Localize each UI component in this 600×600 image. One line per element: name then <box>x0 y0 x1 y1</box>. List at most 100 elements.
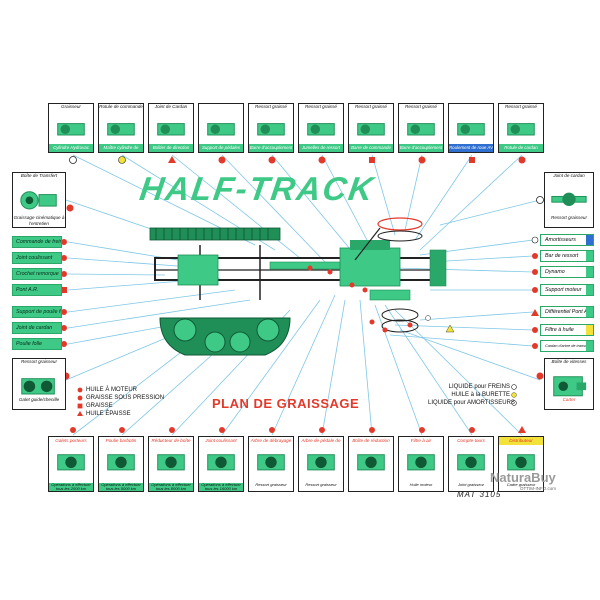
part-illustration <box>157 123 185 136</box>
chart-subtitle: PLAN DE GRAISSAGE <box>212 396 360 411</box>
panel-footer-bar <box>349 483 393 491</box>
panel-header-bar <box>299 437 343 445</box>
panel-footer: Opérations à effectuer tous les 5000 km <box>101 483 141 491</box>
left-part-label: Crochet remorque <box>12 268 62 280</box>
legend-item: GRAISSE SOUS PRESSION <box>86 395 165 401</box>
panel-label: Boîte de réduction <box>352 438 390 443</box>
part-illustration <box>357 454 385 471</box>
panel-label: Galets porteurs <box>55 438 87 443</box>
legend-item: HUILE À MOTEUR <box>86 387 138 393</box>
watermark-logo: NaturaBuy <box>490 470 556 485</box>
label-text: Filtre à huile <box>545 327 574 333</box>
panel-footer-bar <box>149 144 193 152</box>
top-panel: Roulement de roue AV <box>448 103 494 153</box>
panel-header-bar <box>449 437 493 445</box>
drive-shaft <box>269 261 346 270</box>
part-illustration <box>357 123 385 136</box>
panel-footer: Barre d'accouplement <box>399 145 443 150</box>
panel-label: Ressort graissé <box>305 104 337 109</box>
panel-footer-bar <box>449 144 493 152</box>
left-top-panel: Boîte de Transfert Graissage cinématique… <box>12 172 66 228</box>
legend-item: LIQUIDE pour AMORTISSEURS <box>428 400 515 406</box>
panel-label: Ressort graissé <box>255 104 287 109</box>
panel-label: Compte-tours <box>457 438 485 443</box>
panel-footer-bar <box>199 144 243 152</box>
panel-label: Ressort graissé <box>355 104 387 109</box>
panel-footer: Rotule de cardan <box>504 145 538 150</box>
half-track-vehicle <box>149 217 447 356</box>
left-part-label: Support de poulie folle <box>12 306 62 318</box>
gearbox-illustration <box>553 376 587 397</box>
label-color-stripe <box>586 235 593 245</box>
right-bottom-panel: Boîte de vitesses Carter <box>544 358 594 410</box>
part-illustration <box>407 454 435 471</box>
part-illustration <box>257 454 285 471</box>
right-part-label: Cardan d'arbre de transmission du pont A… <box>540 340 594 352</box>
panel-header-bar <box>249 437 293 445</box>
label-color-stripe <box>586 325 593 335</box>
panel-footer: Maître cylindre de frein <box>103 145 139 150</box>
panel-footer: Support de pédales <box>201 145 241 150</box>
panel-footer-bar <box>49 483 93 491</box>
panel-label: Arbre de pédale de débrayage <box>301 438 341 443</box>
part-illustration <box>107 123 135 136</box>
label-text: Bar de ressort <box>545 253 579 259</box>
panel-footer-bar <box>149 483 193 491</box>
panel-label: Rotule de commande <box>99 104 143 109</box>
rear-axle <box>177 254 219 286</box>
panel-footer: Opérations à effectuer tous les 8000 km <box>151 483 191 491</box>
panel-header-bar <box>149 437 193 445</box>
track-upper <box>149 227 281 241</box>
panel-label: Réducteur de boîte de transmission <box>151 438 191 443</box>
bottom-panel: Boîte de réduction <box>348 436 394 492</box>
left-part-label: Pont A.R. <box>12 284 62 296</box>
panel-footer: Huile moteur <box>409 483 433 487</box>
panel-footer-bar <box>249 483 293 491</box>
bottom-panel: Réducteur de boîte de transmissionOpérat… <box>148 436 194 492</box>
panel-footer-bar <box>449 483 493 491</box>
left-bottom-panel: Ressort graisseur Galet guide/chenille <box>12 358 66 410</box>
panel-label: Distributeur <box>509 438 533 443</box>
part-illustration <box>307 454 335 471</box>
panel-label: Joint coulissant <box>205 438 237 443</box>
label-text: Amortisseurs <box>545 237 576 243</box>
transfer-box-illustration <box>20 191 57 210</box>
panel-label: Graisseur <box>61 104 81 109</box>
document-code: MAT 3105 <box>457 490 502 499</box>
panel-header-bar <box>199 437 243 445</box>
legend-item: LIQUIDE pour FREINS <box>448 384 510 390</box>
watermark-site: OTTIM-INFO.com <box>520 486 556 491</box>
panel-header-bar <box>49 437 93 445</box>
part-illustration <box>57 454 85 471</box>
panel-label: Ressort graissé <box>505 104 537 109</box>
panel-footer-bar <box>299 144 343 152</box>
panel-footer: Ressort graisseur <box>255 483 287 487</box>
part-illustration <box>407 123 435 136</box>
radiator <box>429 249 447 287</box>
right-part-label: Différentiel Pont AV <box>540 306 594 318</box>
panel-header-bar <box>399 437 443 445</box>
left-part-label: Poulie folle <box>12 338 62 350</box>
panel-footer-bar <box>499 483 543 491</box>
panel-label: Joint de Cardan <box>154 104 188 109</box>
legend-left: HUILE À MOTEUR GRAISSE SOUS PRESSION GRA… <box>86 386 164 418</box>
part-illustration <box>107 454 135 471</box>
panel-footer-bar <box>399 144 443 152</box>
front-wheel <box>381 308 419 322</box>
panel-footer: Joint graisseur <box>457 483 484 487</box>
legend-right: LIQUIDE pour FREINS HUILE à la BURETTE L… <box>428 383 515 407</box>
panel-footer: Cadre graisseur <box>506 483 536 487</box>
label-color-stripe <box>586 285 593 295</box>
